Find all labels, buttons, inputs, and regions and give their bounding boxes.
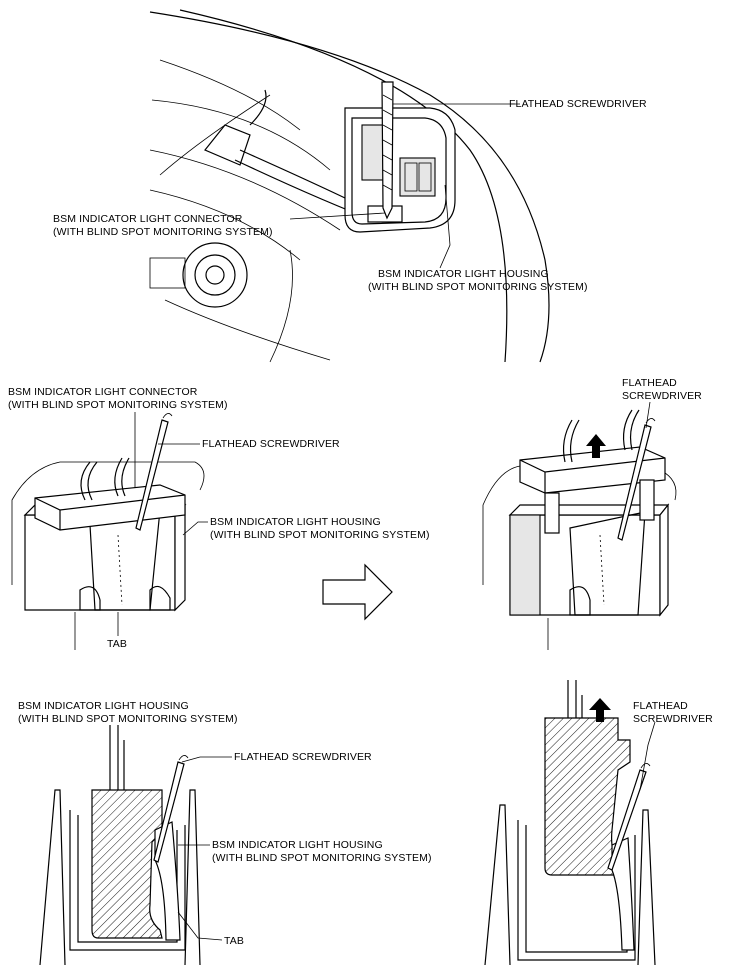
label-flathead-p5-line1: FLATHEAD bbox=[633, 700, 688, 712]
label-bsm-connector-p1-line1: BSM INDICATOR LIGHT CONNECTOR bbox=[53, 213, 243, 225]
label-bsm-housing-top-p4-line1: BSM INDICATOR LIGHT HOUSING bbox=[18, 700, 189, 712]
label-flathead-screwdriver-p1: FLATHEAD SCREWDRIVER bbox=[509, 98, 647, 110]
up-arrow-p5 bbox=[589, 698, 611, 722]
flathead-screwdriver-p4 bbox=[153, 761, 185, 863]
bsm-connector-section-p4 bbox=[91, 789, 163, 939]
flathead-screwdriver-p3 bbox=[617, 424, 652, 541]
housing-tab-p5 bbox=[611, 837, 635, 951]
panel-3-connector-removed bbox=[482, 401, 677, 650]
label-tab-p2: TAB bbox=[107, 638, 127, 650]
label-flathead-screwdriver-p4: FLATHEAD SCREWDRIVER bbox=[234, 751, 372, 763]
label-bsm-housing-top-p4-line2: (WITH BLIND SPOT MONITORING SYSTEM) bbox=[18, 713, 238, 725]
label-bsm-housing-p4-line1: BSM INDICATOR LIGHT HOUSING bbox=[212, 839, 383, 851]
flathead-screwdriver-p1 bbox=[381, 81, 394, 220]
label-flathead-screwdriver-p2: FLATHEAD SCREWDRIVER bbox=[202, 438, 340, 450]
bsm-lamp-p1 bbox=[399, 157, 436, 197]
panel-5-cross-section-removed bbox=[484, 680, 656, 966]
mirror-outer-edge bbox=[149, 11, 550, 363]
panel-1-mirror-view bbox=[149, 9, 550, 363]
label-bsm-connector-p2-line1: BSM INDICATOR LIGHT CONNECTOR bbox=[8, 386, 198, 398]
bsm-housing-box-p2 bbox=[24, 514, 176, 611]
label-bsm-connector-p1-line2: (WITH BLIND SPOT MONITORING SYSTEM) bbox=[53, 226, 273, 238]
label-screwdriver-p3-line2: SCREWDRIVER bbox=[622, 390, 702, 402]
label-screwdriver-p5-line2: SCREWDRIVER bbox=[633, 713, 713, 725]
label-bsm-housing-p2-line1: BSM INDICATOR LIGHT HOUSING bbox=[210, 516, 381, 528]
flathead-screwdriver-p2 bbox=[135, 419, 169, 531]
wire-clip bbox=[204, 124, 251, 166]
mirror-inner-edge bbox=[179, 9, 508, 363]
label-bsm-housing-p1-line1: BSM INDICATOR LIGHT HOUSING bbox=[378, 268, 549, 280]
label-bsm-housing-p4-line2: (WITH BLIND SPOT MONITORING SYSTEM) bbox=[212, 852, 432, 864]
label-bsm-connector-p2-line2: (WITH BLIND SPOT MONITORING SYSTEM) bbox=[8, 399, 228, 411]
label-tab-p4: TAB bbox=[224, 935, 244, 947]
label-flathead-p3-line1: FLATHEAD bbox=[622, 377, 677, 389]
next-step-arrow bbox=[322, 563, 393, 621]
label-bsm-housing-p2-line2: (WITH BLIND SPOT MONITORING SYSTEM) bbox=[210, 529, 430, 541]
label-bsm-housing-p1-line2: (WITH BLIND SPOT MONITORING SYSTEM) bbox=[368, 281, 588, 293]
flathead-screwdriver-p5 bbox=[607, 769, 647, 871]
up-arrow-p3 bbox=[586, 434, 606, 458]
panel-4-cross-section-tab bbox=[39, 725, 232, 966]
panel-2-connector-housing bbox=[11, 412, 208, 650]
